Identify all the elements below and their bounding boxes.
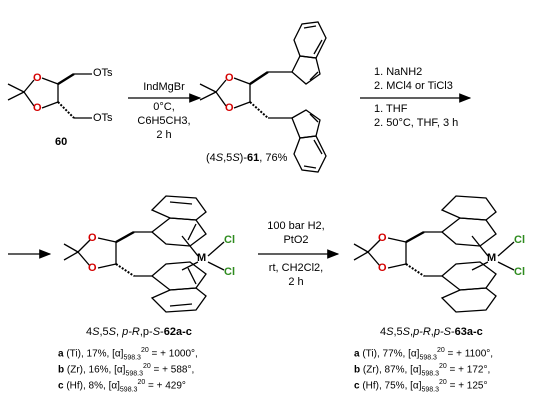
atom-o-61a: O (225, 72, 234, 84)
atom-o-62a: O (88, 232, 97, 244)
atom-o-62b: O (88, 262, 97, 274)
compound-63-row-a: a (Ti), 77%, [α]598.320 = + 1100°, (354, 347, 494, 362)
atom-o-63b: O (378, 262, 387, 274)
step1-solvent: C6H5CH3, (137, 115, 191, 127)
compound-63-row-c: c (Hf), 75%, [α]598.320 = + 125° (354, 379, 488, 394)
compound-62-structure (63, 195, 225, 313)
step1-temp: 0°C, (153, 101, 175, 113)
step3-line2: PtO2 (283, 234, 309, 246)
compound-62-title: 4S,5S, p-R,p-S-62a-c (86, 326, 192, 338)
atom-cl-62a: Cl (224, 234, 235, 246)
compound-62-row-a: a (Ti), 17%, [α]598.320 = + 1000°, (58, 347, 198, 362)
step3-line1: 100 bar H2, (267, 220, 325, 232)
compound-60-label: 60 (55, 136, 68, 148)
compound-60-structure (7, 72, 92, 119)
atom-o-60b: O (33, 102, 42, 114)
atom-cl-63a: Cl (514, 234, 525, 246)
atom-o-63a: O (378, 232, 387, 244)
compound-62-row-b: b (Zr), 16%, [α]598.320 = + 588°, (58, 363, 195, 378)
atom-m-63: M (487, 252, 497, 264)
step3-line4: 2 h (288, 276, 304, 288)
atom-o-60a: O (33, 72, 42, 84)
atom-o-61b: O (225, 102, 234, 114)
step1-time: 2 h (156, 129, 172, 141)
step2-line4: 2. 50°C, THF, 3 h (374, 117, 459, 129)
compound-61-structure (199, 21, 327, 173)
compound-63-row-b: b (Zr), 87%, [α]598.320 = + 172°, (354, 363, 491, 378)
atom-m-62: M (197, 252, 207, 264)
step2-line3: 1. THF (374, 103, 408, 115)
ots-top-label: OTs (93, 67, 113, 79)
compound-63-title: 4S,5S,p-R,p-S-63a-c (380, 326, 483, 338)
step1-reagent: IndMgBr (143, 81, 185, 93)
step2-line2: 2. MCl4 or TiCl3 (374, 80, 453, 92)
atom-cl-63b: Cl (514, 266, 525, 278)
compound-62-row-c: c (Hf), 8%, [α]598.320 = + 429° (58, 379, 186, 394)
step2-line1: 1. NaNH2 (374, 66, 423, 78)
step3-line3: rt, CH2Cl2, (268, 262, 324, 274)
compound-63-structure (353, 195, 515, 313)
atom-cl-62b: Cl (224, 266, 235, 278)
compound-61-label: (4S,5S)-61, 76% (206, 152, 288, 164)
ots-bottom-label: OTs (93, 112, 113, 124)
